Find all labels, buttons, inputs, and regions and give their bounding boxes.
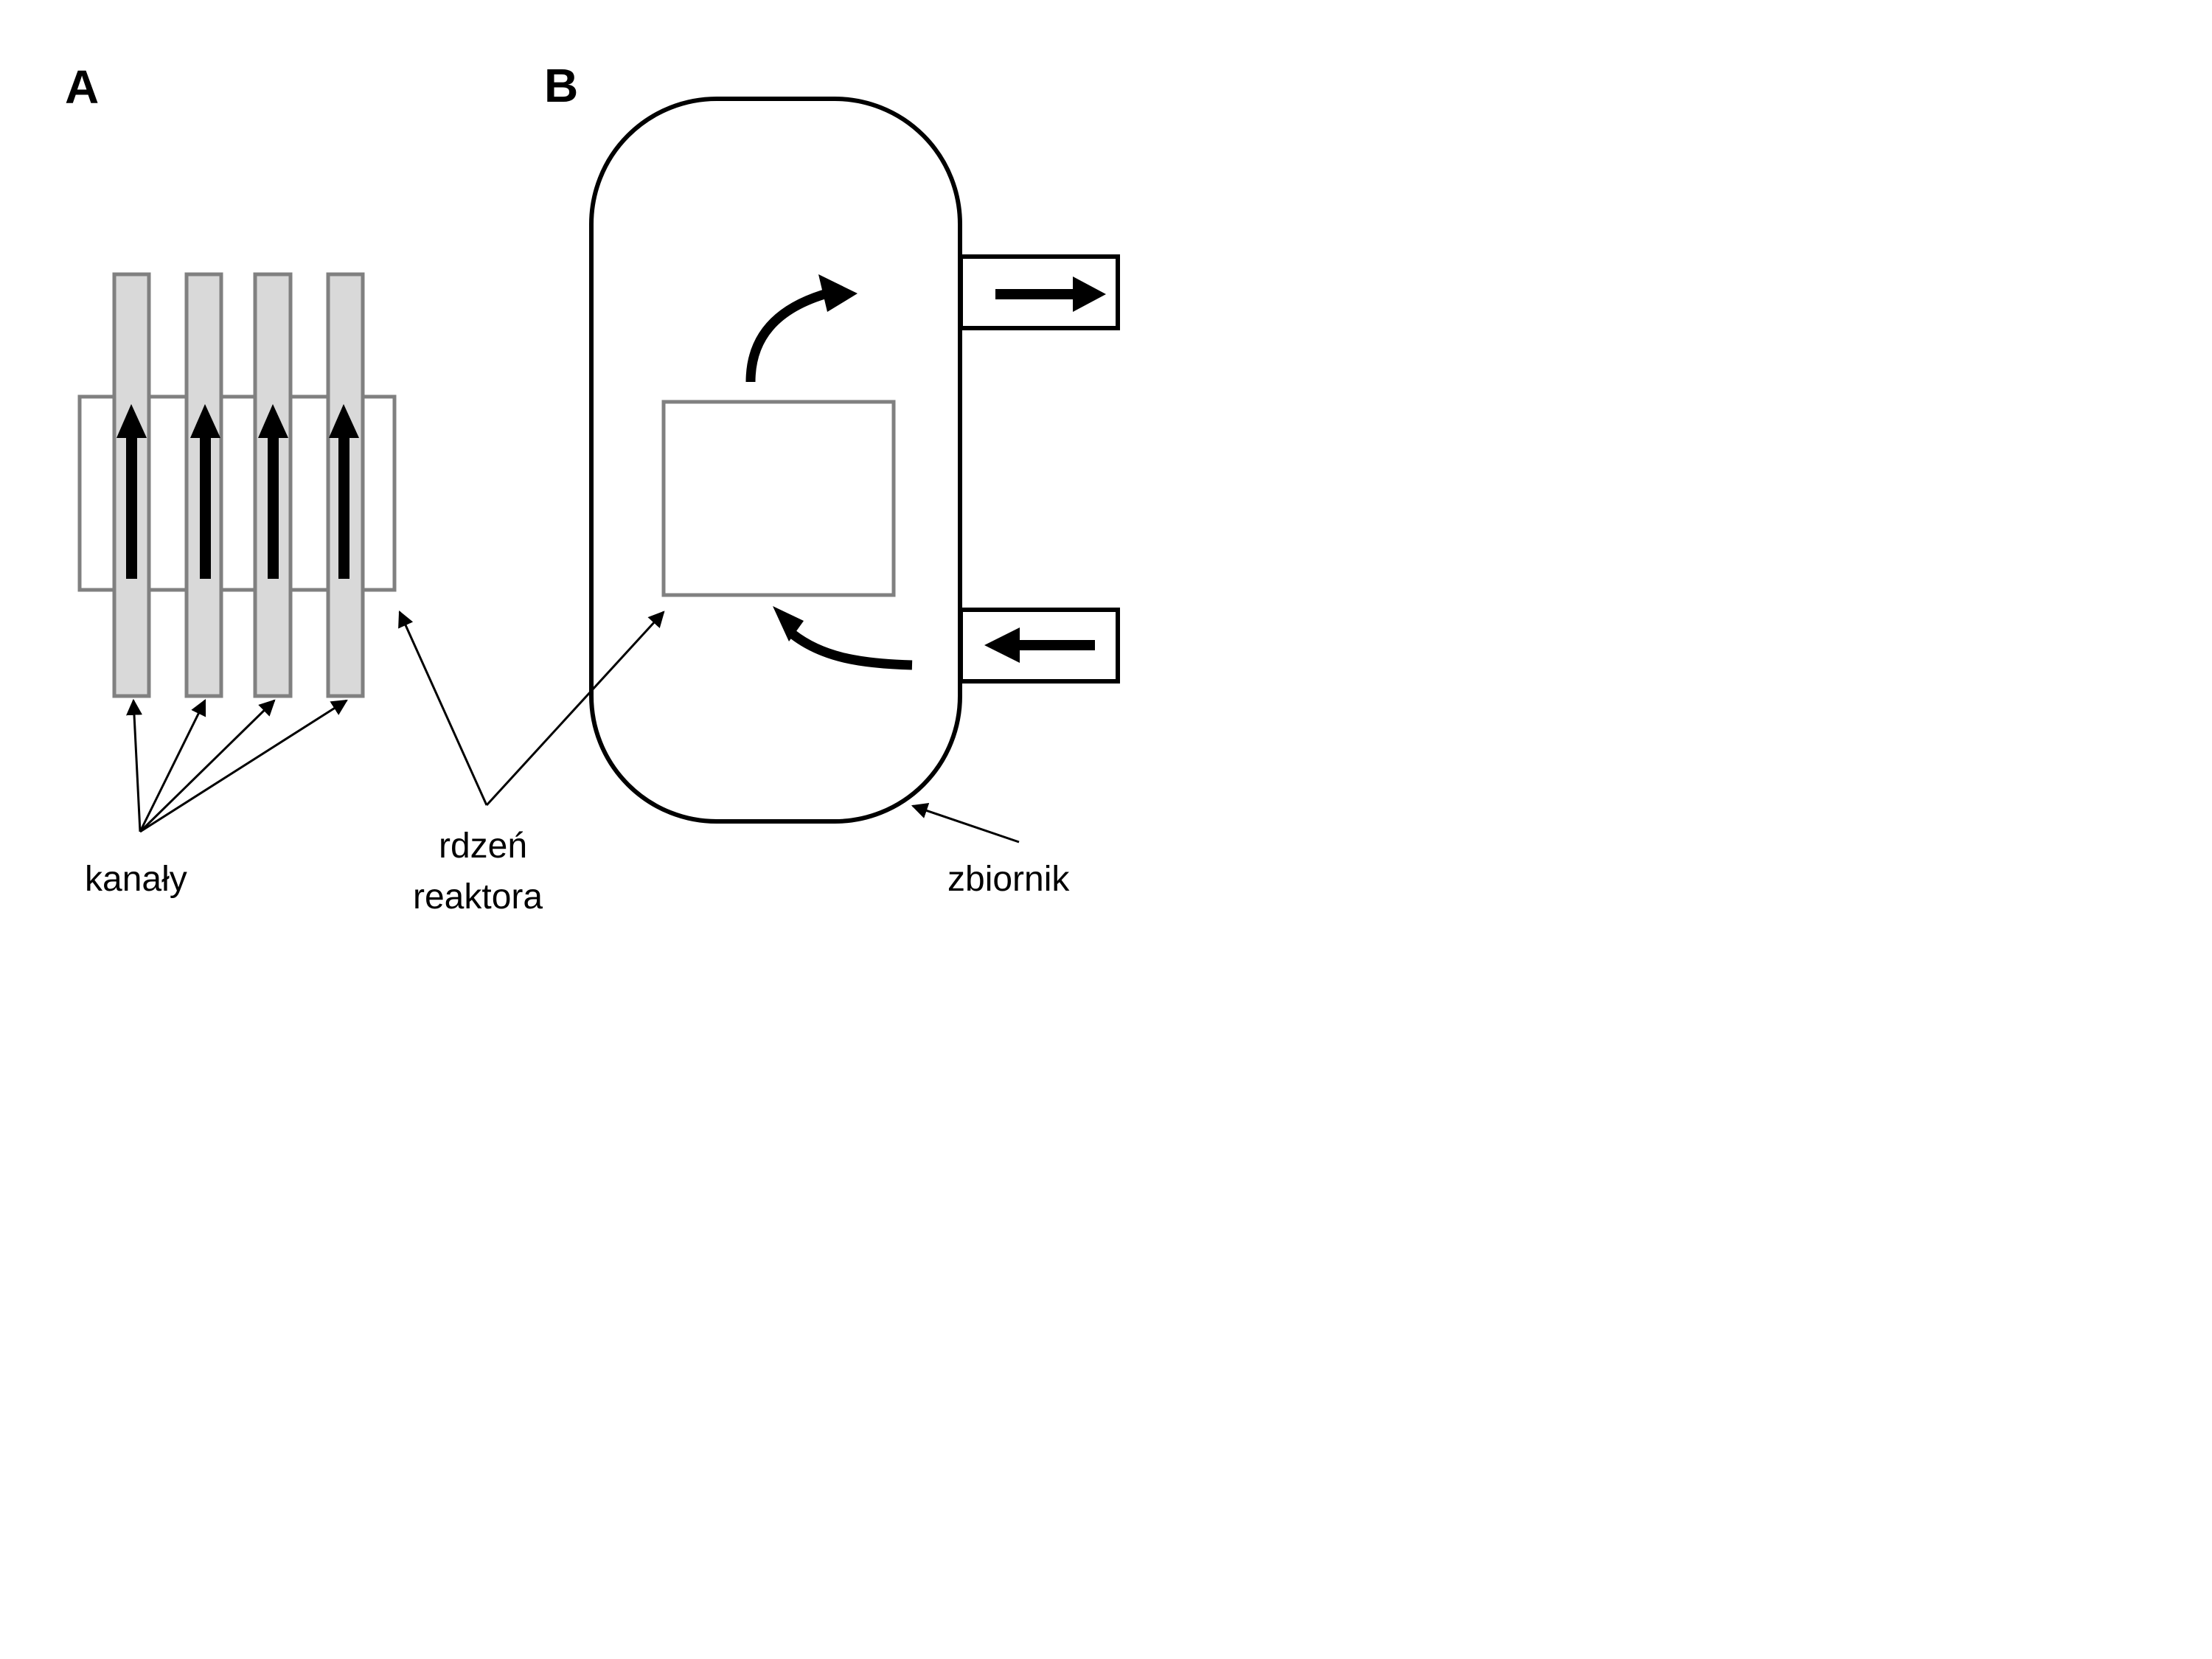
core-inflow-curved-arrow [773, 606, 913, 670]
core-label-line2: reaktora [413, 877, 543, 917]
panel-label-b: B [544, 59, 578, 112]
core-label-line1: rdzeń [439, 827, 527, 866]
core-rectangle-b [661, 400, 896, 597]
channels-callout-line-3 [139, 699, 276, 833]
core-callout [398, 610, 665, 807]
channels-callout-line-4 [139, 699, 348, 833]
channel-flow-arrow-2 [190, 404, 220, 579]
panel-label-a: A [65, 60, 99, 114]
core-outflow-curved-arrow [745, 274, 858, 383]
panel-a-channel-core [77, 272, 397, 698]
channels-label: kanały [85, 860, 187, 899]
outlet-flow-arrow [995, 276, 1106, 312]
core-callout-line-b [485, 611, 665, 807]
channels-callout-line-2 [139, 699, 206, 832]
panel-b-pressure-vessel [589, 97, 1120, 824]
channel-flow-arrow-1 [116, 404, 147, 579]
vessel-label: zbiornik [947, 860, 1070, 899]
channels-callout [126, 698, 348, 833]
inlet-flow-arrow [984, 627, 1095, 663]
channel-flow-arrow-3 [258, 404, 288, 579]
channels-callout-line-1 [126, 698, 142, 832]
core-callout-line-a [398, 610, 488, 806]
channel-flow-arrow-4 [329, 404, 359, 579]
vessel-callout-line [911, 802, 1020, 844]
